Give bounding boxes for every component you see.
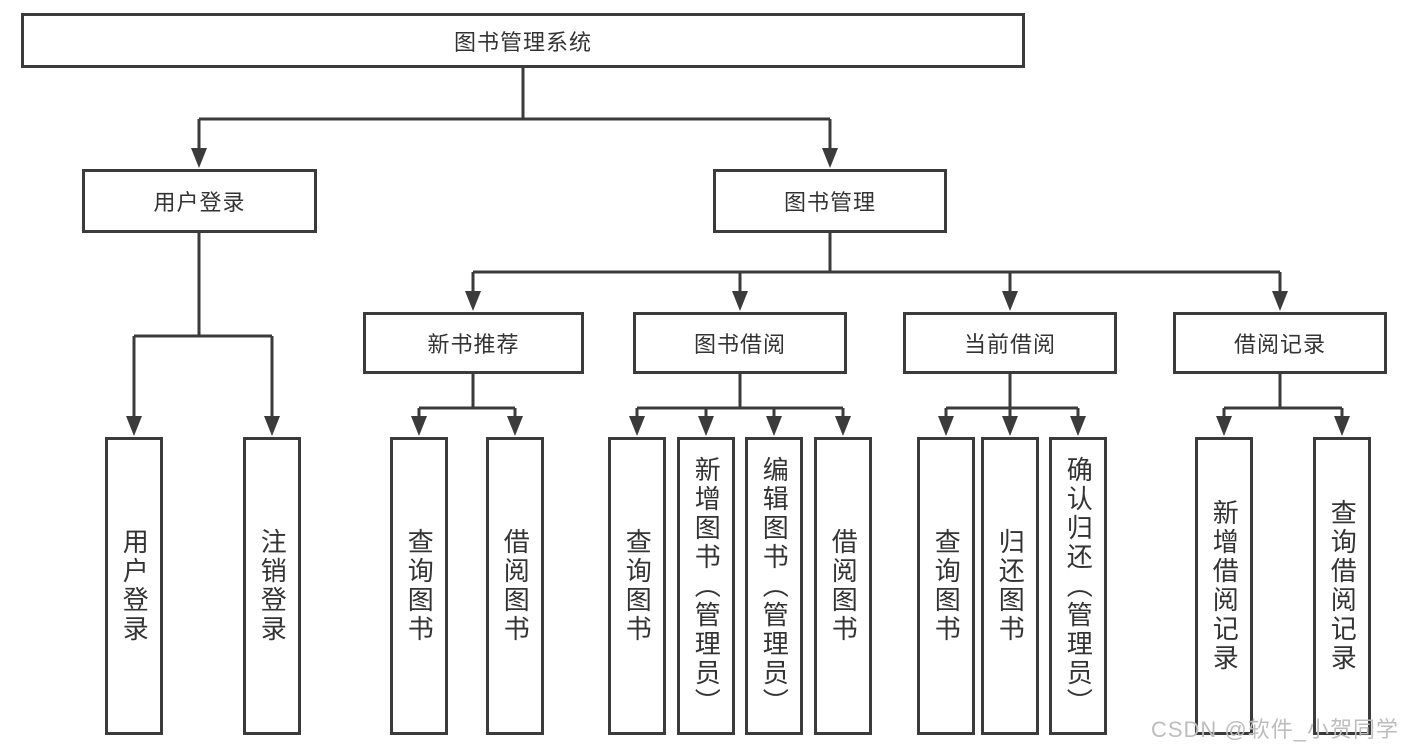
leaf-user-login-label: 用户登录: [119, 528, 150, 644]
leaf-query-books-recommend: 查询图书: [390, 437, 448, 735]
node-current-borrow-label: 当前借阅: [963, 332, 1056, 357]
node-borrow-record: 借阅记录: [1173, 312, 1387, 374]
leaf-borrow-books-recommend: 借阅图书: [486, 437, 544, 735]
leaf-edit-books-admin-label: 编辑图书（管理员）: [759, 455, 790, 717]
node-book-borrow: 图书借阅: [633, 312, 847, 374]
leaf-add-books-admin-label: 新增图书（管理员）: [691, 455, 722, 717]
leaf-query-borrow-record-label: 查询借阅记录: [1327, 499, 1358, 673]
node-user-login-label: 用户登录: [153, 190, 246, 215]
node-new-book-recommend: 新书推荐: [363, 312, 584, 374]
leaf-query-books-recommend-label: 查询图书: [404, 528, 435, 644]
leaf-query-books-current-label: 查询图书: [931, 528, 962, 644]
node-book-management: 图书管理: [713, 169, 947, 233]
node-root: 图书管理系统: [21, 13, 1025, 68]
leaf-query-books-current: 查询图书: [917, 437, 975, 735]
leaf-confirm-return-admin-label: 确认归还（管理员）: [1063, 455, 1094, 717]
leaf-return-books-label: 归还图书: [995, 528, 1026, 644]
leaf-edit-books-admin: 编辑图书（管理员）: [745, 437, 803, 735]
leaf-add-books-admin: 新增图书（管理员）: [677, 437, 735, 735]
leaf-user-login: 用户登录: [105, 437, 163, 735]
leaf-query-books-borrow-label: 查询图书: [622, 528, 653, 644]
node-book-borrow-label: 图书借阅: [693, 332, 786, 357]
leaf-return-books: 归还图书: [981, 437, 1039, 735]
leaf-borrow-books-recommend-label: 借阅图书: [500, 528, 531, 644]
node-book-management-label: 图书管理: [783, 190, 876, 215]
arrow-down-icons: [126, 148, 1350, 436]
leaf-logout: 注销登录: [243, 437, 301, 735]
leaf-logout-label: 注销登录: [257, 528, 288, 644]
leaf-borrow-books-label: 借阅图书: [828, 528, 859, 644]
leaf-add-borrow-record: 新增借阅记录: [1195, 437, 1253, 735]
node-root-label: 图书管理系统: [453, 29, 592, 55]
leaf-confirm-return-admin: 确认归还（管理员）: [1049, 437, 1107, 735]
leaf-query-books-borrow: 查询图书: [608, 437, 666, 735]
leaf-add-borrow-record-label: 新增借阅记录: [1209, 499, 1240, 673]
node-borrow-record-label: 借阅记录: [1233, 332, 1326, 357]
node-new-book-recommend-label: 新书推荐: [427, 332, 520, 357]
node-current-borrow: 当前借阅: [903, 312, 1117, 374]
leaf-borrow-books: 借阅图书: [814, 437, 872, 735]
leaf-query-borrow-record: 查询借阅记录: [1313, 437, 1371, 735]
node-user-login: 用户登录: [82, 169, 317, 233]
